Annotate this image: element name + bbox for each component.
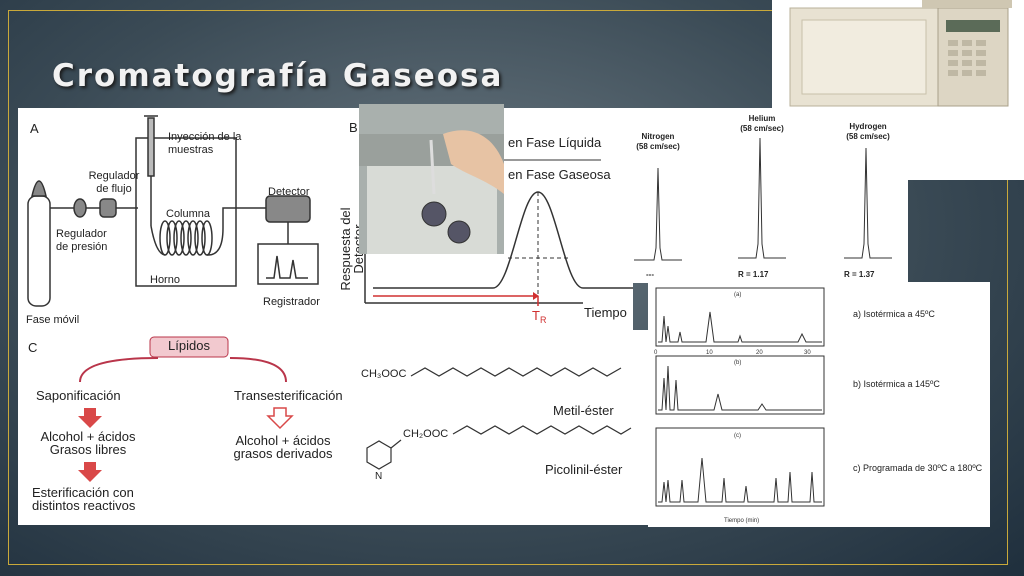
tick-10: 10	[706, 350, 713, 356]
label-injection: Inyección de la muestras	[168, 131, 242, 156]
label-column: Columna	[166, 208, 211, 220]
plot-a-tag: (a)	[734, 292, 741, 298]
carrier-name-helium: Helium	[748, 114, 776, 123]
panel-a-letter: A	[30, 121, 39, 136]
x-axis-label: Tiempo	[584, 305, 627, 320]
label-esterification-2: distintos reactivos	[32, 498, 136, 513]
caption-isothermal-45: a) Isotérmica a 45ºC	[853, 309, 935, 319]
label-lipids: Lípidos	[168, 338, 210, 353]
plot-b-tag: (b)	[734, 360, 741, 366]
label-pressure-regulator: Regulador de presión	[56, 228, 108, 253]
slide-title: Cromatografía Gaseosa	[52, 58, 504, 94]
carrier-peaks	[634, 137, 892, 261]
label-esterification-1: Esterificación con	[32, 485, 134, 500]
caption-isothermal-145: b) Isotérmica a 145ºC	[853, 379, 940, 389]
tick-30: 30	[804, 350, 811, 356]
esters-panel: CH₃OOC Metil-éster CH₂OOC N Picolinil-és…	[343, 330, 648, 525]
label-alcohol-deriv-1: Alcohol + ácidos	[235, 433, 331, 448]
carrier-gas-panel: Nitrogen(58 cm/sec) Helium(58 cm/sec) Hy…	[626, 108, 908, 283]
temperature-chromatograms: (a) (b) (c) 0 10 20 30 Tiempo (min) a) I…	[648, 282, 990, 527]
panel-b-letter: B	[349, 120, 358, 135]
carrier-r-hydrogen: R = 1.37	[844, 270, 875, 279]
ester-structures	[366, 367, 632, 470]
caption-programmed: c) Programada de 30ºC a 180ºC	[853, 463, 983, 473]
plot-x-axis-title: Tiempo (min)	[724, 518, 759, 524]
label-methyl-ester: Metil-éster	[553, 403, 614, 418]
methyl-group: CH₃OOC	[361, 368, 407, 380]
plot-c-tag: (c)	[734, 433, 741, 439]
gc-schematic-drawing: A	[27, 115, 319, 307]
carrier-r-nitrogen: ---	[646, 270, 654, 279]
carrier-speed-helium: (58 cm/sec)	[740, 124, 784, 133]
label-mobile-phase: Fase móvil	[26, 314, 80, 326]
label-detector: Detector	[268, 186, 310, 198]
tick-0: 0	[654, 350, 658, 356]
slide-frame	[8, 10, 1008, 565]
panel-c-letter: C	[28, 340, 37, 355]
label-oven: Horno	[150, 274, 180, 286]
label-picolinyl-ester: Picolinil-éster	[545, 462, 623, 477]
panel-c-lipids: C Lípidos Saponificación Transesterifica…	[18, 330, 343, 525]
carrier-name-hydrogen: Hydrogen	[849, 122, 887, 131]
retention-time-label: TR	[532, 308, 547, 325]
label-alcohol-free-1: Alcohol + ácidos	[40, 429, 136, 444]
label-gas-phase: en Fase Gaseosa	[508, 167, 611, 182]
label-flow-regulator: Regulador de flujo	[88, 170, 140, 195]
label-alcohol-deriv-2: grasos derivados	[233, 446, 333, 461]
picolinyl-group: CH₂OOC	[403, 428, 449, 440]
carrier-r-helium: R = 1.17	[738, 270, 769, 279]
lipid-flow: C	[28, 336, 294, 482]
tick-20: 20	[756, 350, 763, 356]
temperature-plots: (a) (b) (c) 0 10 20 30 Tiempo (min)	[654, 287, 825, 524]
label-recorder: Registrador	[263, 296, 320, 308]
label-liquid-phase: en Fase Líquida	[508, 135, 602, 150]
carrier-speed-nitrogen: (58 cm/sec)	[636, 142, 680, 151]
label-saponification: Saponificación	[36, 388, 121, 403]
picolinyl-nitrogen: N	[375, 471, 383, 482]
injection-photo	[359, 104, 504, 254]
panel-a-schematic: A Inyección de la muestras Regulador de …	[18, 108, 343, 330]
carrier-name-nitrogen: Nitrogen	[641, 132, 675, 141]
carrier-speed-hydrogen: (58 cm/sec)	[846, 132, 890, 141]
label-alcohol-free-2: Grasos libres	[49, 442, 127, 457]
label-transesterification: Transesterificación	[234, 388, 343, 403]
